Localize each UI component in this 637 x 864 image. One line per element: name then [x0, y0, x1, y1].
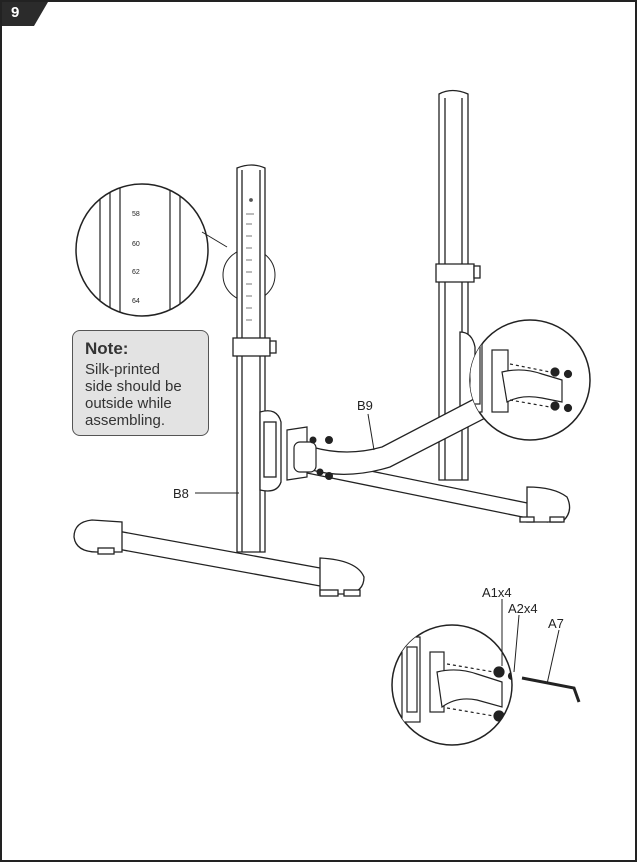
- note-line: assembling.: [85, 412, 166, 429]
- scale-mark: 58: [132, 211, 140, 218]
- right-detail-circle: [469, 319, 591, 441]
- left-bracket: [286, 426, 317, 481]
- scale-mark: 64: [132, 298, 140, 305]
- label-a2: A2x4: [508, 601, 538, 616]
- label-b8: B8: [173, 486, 189, 501]
- scale-magnifier: [75, 183, 209, 317]
- scale-mark: 60: [132, 241, 140, 248]
- label-a1: A1x4: [482, 585, 512, 600]
- left-bolts: [309, 436, 333, 480]
- step-tab-shape: [2, 2, 48, 26]
- allen-key-a7: [521, 676, 581, 703]
- step-number: 9: [11, 4, 20, 21]
- note-line: side should be: [85, 378, 182, 395]
- magnifier-connector: [201, 231, 228, 248]
- left-upright: [232, 164, 282, 553]
- note-line: outside while: [85, 395, 172, 412]
- label-a7: A7: [548, 616, 564, 631]
- note-title: Note:: [85, 339, 129, 358]
- leader-lines: [195, 413, 560, 685]
- note-box: Note: Silk-printed side should be outsid…: [72, 330, 209, 436]
- step-tab: 9: [2, 2, 48, 26]
- note-line: Silk-printed: [85, 361, 161, 378]
- scale-mark: 62: [132, 269, 140, 276]
- bottom-detail-circle: [391, 624, 513, 746]
- label-b9: B9: [357, 398, 373, 413]
- left-base-foot: [73, 519, 365, 597]
- upright-scale-ticks: [246, 198, 254, 321]
